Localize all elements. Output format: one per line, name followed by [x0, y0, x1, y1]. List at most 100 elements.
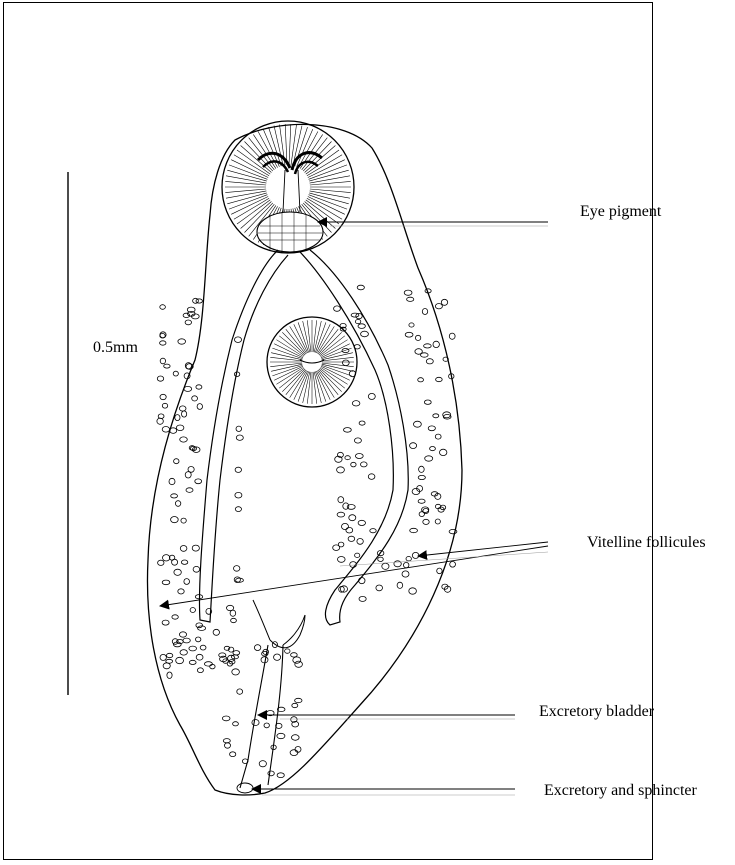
follicle [241, 758, 249, 764]
follicle [254, 644, 262, 651]
follicle [348, 370, 357, 378]
follicle [175, 656, 184, 665]
follicle [161, 619, 170, 626]
follicle [179, 649, 188, 656]
follicle [231, 668, 240, 676]
follicle [289, 749, 299, 756]
follicle [187, 466, 195, 473]
follicle [442, 411, 452, 419]
follicle [184, 319, 192, 326]
follicle [423, 399, 432, 405]
follicle [162, 662, 171, 670]
follicle [416, 485, 424, 492]
follicle [336, 466, 345, 474]
follicle [180, 517, 187, 524]
scale-bar-label: 0.5mm [93, 339, 138, 356]
vitelline-leader-right [417, 541, 549, 561]
follicle [186, 306, 196, 313]
follicle [263, 722, 270, 729]
follicle [360, 330, 369, 338]
follicle [233, 576, 241, 583]
follicle [222, 738, 231, 744]
follicle [277, 706, 286, 713]
follicle [270, 744, 277, 750]
follicle [337, 556, 346, 563]
follicle [156, 417, 164, 425]
follicle [161, 402, 169, 409]
follicle [205, 608, 213, 615]
excretory-bladder [236, 599, 306, 794]
follicle [156, 375, 165, 382]
follicle [422, 518, 430, 525]
follicle [341, 359, 350, 366]
follicle [173, 641, 182, 648]
follicle [184, 471, 192, 479]
follicle [170, 516, 179, 524]
follicle [424, 288, 432, 294]
follicle [291, 734, 300, 741]
follicle [435, 376, 443, 383]
follicle [423, 343, 432, 349]
follicle [232, 650, 241, 656]
follicle [260, 656, 269, 664]
follicle [276, 772, 285, 778]
body-outline [146, 123, 463, 796]
follicle [448, 528, 458, 535]
follicle [432, 340, 440, 348]
follicle [411, 552, 420, 559]
follicle [166, 671, 173, 679]
follicle [354, 453, 364, 459]
follicle [192, 297, 199, 304]
follicle [440, 298, 449, 306]
follicle [375, 584, 383, 592]
follicle [355, 312, 363, 320]
follicle [424, 455, 434, 462]
follicle [427, 425, 436, 432]
follicle [196, 403, 203, 410]
follicle [337, 541, 345, 548]
follicle [448, 332, 456, 340]
follicle [356, 538, 364, 545]
follicle [183, 578, 190, 585]
follicle [406, 296, 415, 302]
follicle [251, 719, 260, 726]
follicle [353, 437, 362, 444]
label-vitelline-follicules: Vitelline follicules [587, 534, 706, 551]
follicle [420, 352, 429, 358]
follicle [182, 312, 191, 318]
follicle [174, 414, 181, 422]
follicle [185, 487, 194, 493]
follicle [159, 393, 167, 401]
follicle [441, 583, 449, 590]
follicle [381, 562, 390, 570]
follicle [235, 425, 242, 432]
follicle [421, 308, 429, 315]
follicle [448, 373, 455, 380]
follicle [171, 614, 179, 620]
pharynx [256, 211, 324, 253]
follicle [176, 639, 184, 645]
follicle [192, 565, 201, 573]
follicle [357, 323, 366, 329]
follicle [343, 427, 352, 433]
follicle [273, 653, 282, 661]
follicle [183, 385, 193, 392]
follicle [197, 625, 207, 631]
follicle [376, 550, 385, 557]
follicle [179, 631, 187, 638]
follicle [408, 322, 415, 328]
follicle [172, 370, 179, 377]
follicle [349, 561, 357, 568]
follicle [261, 651, 269, 657]
follicle [191, 544, 200, 552]
follicle [422, 507, 430, 514]
follicle [358, 577, 366, 585]
follicle [235, 577, 244, 583]
follicle [290, 652, 298, 658]
follicle [367, 392, 376, 400]
follicle [356, 284, 365, 291]
follicle [443, 585, 452, 593]
follicle [294, 697, 303, 704]
follicle [404, 331, 414, 338]
follicle [354, 552, 361, 558]
